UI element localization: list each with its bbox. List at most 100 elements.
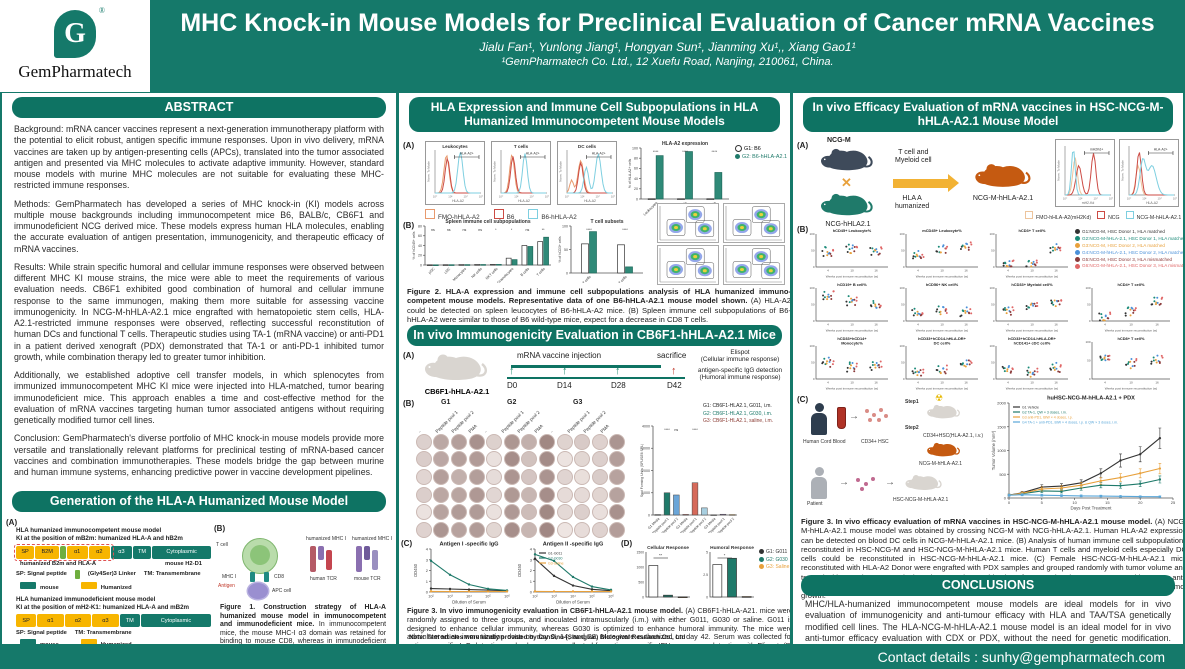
svg-text:10⁴: 10⁴: [1094, 197, 1099, 201]
svg-text:G3 anti-PD1, BIW × 4 doses, i.: G3 anti-PD1, BIW × 4 doses, i.p.: [1022, 415, 1073, 419]
svg-text:Weeks post immune reconstituti: Weeks post immune reconstitution (w): [916, 275, 968, 279]
arrow-icon: →: [849, 411, 859, 422]
igg-label: antigen-specific IgG detection: [697, 367, 783, 374]
svg-text:0: 0: [903, 377, 905, 381]
svg-text:*: *: [511, 228, 513, 232]
svg-text:G2-G030: G2-G030: [548, 556, 562, 560]
fig3-panel-c-label: (C): [401, 539, 413, 548]
inject-label: CD34+HSC(HLA-A2.1, i.v.): [923, 433, 984, 439]
svg-text:Weeks post immune reconstituti: Weeks post immune reconstitution (w): [826, 275, 878, 279]
svg-text:huHSC-NCG-M-hHLA-A2.1 + PDX: huHSC-NCG-M-hHLA-A2.1 + PDX: [1047, 396, 1135, 402]
svg-text:16: 16: [1054, 323, 1058, 327]
construct-segment-α3: α3: [92, 614, 119, 628]
construct-segment-TM: TM: [119, 614, 140, 628]
svg-text:Weeks post immune reconstituti: Weeks post immune reconstitution (w): [916, 387, 968, 391]
svg-text:4: 4: [827, 381, 829, 385]
svg-text:hCD56+ NK cell%: hCD56+ NK cell%: [926, 282, 959, 287]
svg-text:ns: ns: [674, 428, 678, 432]
svg-text:1000: 1000: [636, 565, 644, 569]
pdx-fragments-icon: [853, 475, 879, 493]
panel-b-label: (B): [214, 524, 226, 534]
legend-g2: G2: B6-hHLA-A2.1: [742, 154, 787, 161]
recon-legend-2: G2:NCG-M-hHLA-2.1, HSC Donor 1, HLA matc…: [1082, 235, 1183, 241]
svg-text:500: 500: [638, 580, 644, 584]
svg-text:10: 10: [1030, 381, 1034, 385]
svg-text:10²: 10²: [1078, 197, 1082, 201]
abstract-paragraph: Results: While strain specific humoral a…: [14, 261, 384, 362]
svg-text:Dilution of Serum: Dilution of Serum: [452, 600, 486, 605]
svg-text:2: 2: [530, 568, 533, 573]
step1-label: Step1: [905, 399, 919, 405]
svg-text:10⁴: 10⁴: [1158, 197, 1163, 201]
svg-text:% of hCD45+ cells: % of hCD45+ cells: [412, 231, 416, 259]
svg-text:Days Post Treatment: Days Post Treatment: [1071, 506, 1113, 511]
fig3-panel-a-label: (A): [403, 351, 415, 360]
svg-text:0: 0: [426, 590, 429, 595]
svg-text:2000: 2000: [997, 401, 1007, 406]
svg-text:Monocyte%: Monocyte%: [841, 341, 863, 346]
svg-text:100: 100: [809, 286, 814, 290]
svg-text:10: 10: [940, 269, 944, 273]
model1-subtitle: KI at the position of mB2m: humanized HL…: [16, 535, 183, 542]
pdx-mouse-icon: [901, 473, 945, 494]
svg-text:T cell subsets: T cell subsets: [590, 219, 623, 225]
g2-dot: [1075, 236, 1080, 242]
tcell-apc-diagram: T cell MHC I CD8 Antigen APC cell humani…: [214, 536, 392, 600]
svg-text:HLA-A2+: HLA-A2+: [526, 152, 540, 156]
g5-dot: [1075, 256, 1080, 262]
fig3-panel-b-label: (B): [403, 399, 415, 408]
svg-text:50: 50: [991, 361, 995, 365]
svg-text:100: 100: [809, 344, 814, 348]
legend-b6hla: B6-hHLA-A2: [541, 214, 577, 221]
svg-text:0: 0: [1089, 319, 1091, 323]
model1-legend-mouse: mouse: [40, 584, 59, 591]
svg-text:Weeks post immune reconstituti: Weeks post immune reconstitution (w): [1006, 275, 1058, 279]
svg-text:NK cells: NK cells: [471, 267, 483, 279]
svg-text:50: 50: [901, 303, 905, 307]
svg-text:0: 0: [420, 263, 422, 267]
model2-key-tm: TM: Transmembrane: [74, 630, 132, 637]
footer: Contact details : sunhy@gempharmatech.co…: [0, 645, 1185, 669]
arrow-icon: →: [885, 477, 895, 488]
svg-text:pDC: pDC: [428, 267, 436, 275]
svg-text:10³: 10³: [447, 595, 453, 599]
svg-text:2000: 2000: [642, 469, 650, 473]
svg-text:10⁰: 10⁰: [565, 195, 570, 199]
svg-text:ns: ns: [525, 228, 529, 232]
svg-text:10³: 10³: [551, 595, 557, 599]
g1-dot: [1075, 229, 1080, 235]
g4-dot: [1075, 249, 1080, 255]
svg-text:4: 4: [1007, 381, 1009, 385]
authors: Jialu Fan¹, Yunlong Jiang¹, Hongyan Sun¹…: [479, 40, 856, 55]
model2-legend-humanized: Humanized: [101, 642, 132, 644]
svg-text:0: 0: [530, 590, 533, 595]
svg-text:100: 100: [989, 232, 994, 236]
legend-fmo: FMO-hHLA-A2: [438, 214, 480, 221]
arrow-bot-label1: HLA A: [902, 195, 922, 202]
construct-segment-linker: [60, 545, 66, 559]
efficacy-heading: In vivo Efficacy Evaluation of mRNA vacc…: [803, 97, 1173, 132]
ncgm-hla-label: NCG-M-hHLA-A2.1: [972, 195, 1034, 202]
svg-text:1: 1: [530, 579, 533, 584]
model1-key-tm: TM: Transmembrane: [143, 571, 201, 578]
hsc-label: CD34+ HSC: [861, 439, 889, 445]
timeline-d28: D28: [611, 381, 626, 390]
mhc-receptor-icon: [250, 572, 255, 583]
svg-text:****: ****: [692, 428, 698, 432]
expression-heading: HLA Expression and Immune Cell Subpopula…: [409, 97, 780, 132]
svg-text:100: 100: [899, 344, 904, 348]
recipient-mouse-icon: [923, 403, 963, 422]
svg-text:G2 TA-1, QW × 3 doses, i.m.: G2 TA-1, QW × 3 doses, i.m.: [1022, 410, 1067, 414]
svg-text:hCD45+ Leukocyte%: hCD45+ Leukocyte%: [833, 228, 872, 233]
svg-text:10⁶: 10⁶: [611, 195, 615, 199]
figure1-panel-b: (B) T cell MHC I CD8 Antigen APC cell hu…: [214, 518, 392, 644]
svg-text:hCD3+ T cell%: hCD3+ T cell%: [1019, 228, 1046, 233]
immuno-heading: In vivo Immunogenicity Evaluation in CB6…: [407, 325, 782, 346]
eff-panel-a-label: (A): [797, 141, 809, 150]
